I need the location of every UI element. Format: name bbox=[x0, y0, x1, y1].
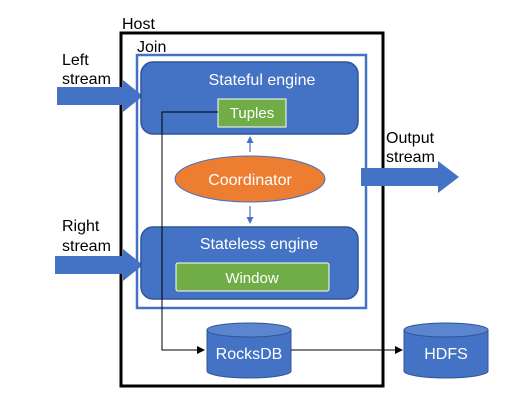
coordinator-label: Coordinator bbox=[208, 172, 292, 189]
coordinator-node bbox=[174, 155, 326, 203]
join-label: Join bbox=[137, 39, 166, 56]
host-box bbox=[119, 31, 385, 388]
right-stream-label-line1: Right bbox=[62, 218, 100, 235]
left-stream-arrow bbox=[57, 80, 143, 112]
right-stream-label: Right stream bbox=[62, 218, 111, 255]
hdfs-cylinder-body bbox=[403, 329, 489, 379]
left-stream-label-line1: Left bbox=[62, 52, 89, 69]
rocksdb-store: RocksDB bbox=[206, 322, 292, 379]
left-stream-label-line2: stream bbox=[62, 71, 111, 88]
tuples-to-rocksdb-connector bbox=[161, 111, 218, 354]
window-label: Window bbox=[225, 270, 279, 287]
tuples-box bbox=[217, 98, 287, 128]
rocksdb-cylinder-body bbox=[206, 329, 292, 379]
host-label: Host bbox=[122, 16, 155, 33]
tuples-label: Tuples bbox=[230, 105, 274, 122]
stateful-engine-label: Stateful engine bbox=[209, 72, 316, 89]
rocksdb-cylinder-top bbox=[206, 322, 292, 338]
rocksdb-label: RocksDB bbox=[216, 346, 283, 363]
left-stream-label: Left stream bbox=[62, 52, 111, 88]
right-stream-label-line2: stream bbox=[62, 238, 111, 255]
output-stream-arrow bbox=[361, 161, 459, 193]
output-stream-label-line1: Output bbox=[386, 130, 435, 147]
window-box bbox=[175, 262, 330, 292]
hdfs-cylinder-top bbox=[403, 322, 489, 338]
right-stream-arrow bbox=[55, 249, 143, 281]
stateless-engine-label: Stateless engine bbox=[200, 236, 318, 253]
output-stream-label-line2: stream bbox=[386, 149, 435, 166]
hdfs-label: HDFS bbox=[424, 346, 468, 363]
stateful-engine-box bbox=[140, 61, 359, 135]
hdfs-store: HDFS bbox=[403, 322, 489, 379]
output-stream-label: Output stream bbox=[386, 130, 438, 166]
